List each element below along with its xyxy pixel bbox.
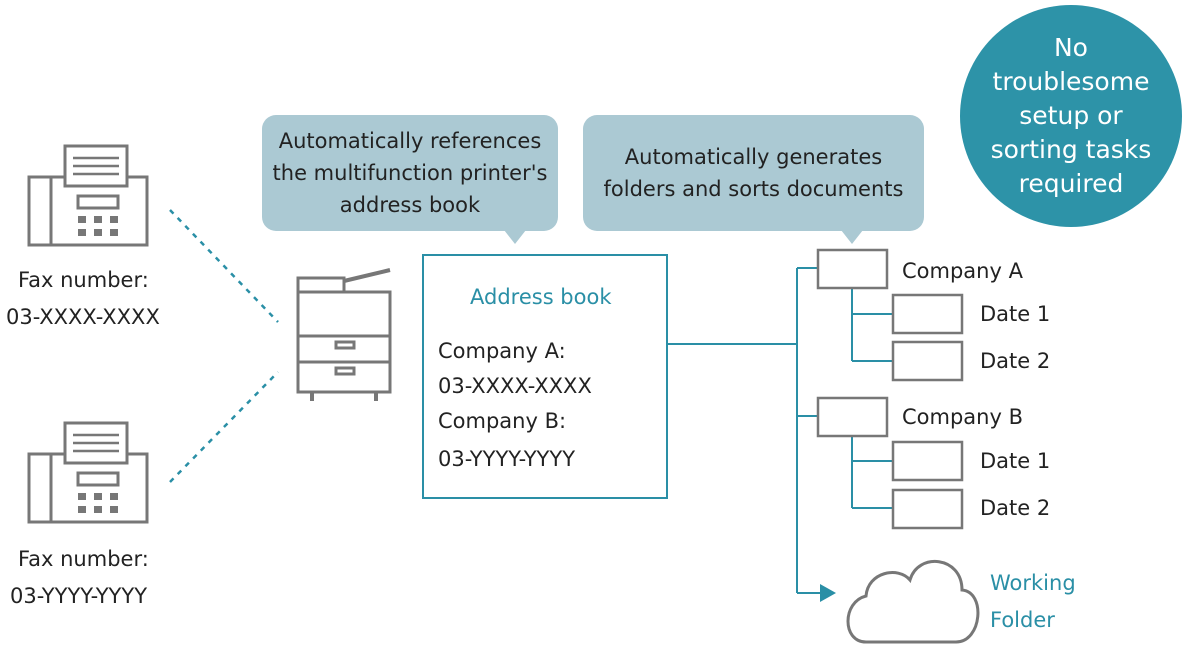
- badge-line: troublesome: [992, 67, 1150, 96]
- address-book-title: Address book: [470, 285, 612, 309]
- folder-company-a-date2-icon: [891, 340, 964, 382]
- folder-company-b-date1-label: Date 1: [980, 449, 1051, 473]
- fax-a-connection-line: [169, 209, 279, 323]
- references-address-book-bubble: Automatically references the multifuncti…: [262, 115, 558, 244]
- working-folder-label-line1: Working: [990, 571, 1076, 595]
- address-entry-b-name: Company B:: [438, 409, 567, 433]
- fax-b-connection-line: [169, 371, 279, 483]
- folder-company-a-icon: [816, 248, 889, 290]
- folder-company-a-label: Company A: [902, 259, 1023, 283]
- working-folder-label-line2: Folder: [990, 608, 1055, 632]
- badge-line: sorting tasks: [990, 135, 1152, 164]
- badge-line: setup or: [1019, 101, 1123, 130]
- folder-company-b-date2-label: Date 2: [980, 496, 1051, 520]
- fax-a-number: 03-XXXX-XXXX: [6, 305, 160, 329]
- no-setup-badge: No troublesome setup or sorting tasks re…: [960, 5, 1182, 227]
- badge-line: No: [1053, 33, 1088, 62]
- folder-company-a-date1-label: Date 1: [980, 302, 1051, 326]
- folder-company-b-date2-icon: [891, 488, 964, 530]
- fax-machine-icon: [27, 144, 149, 247]
- address-book-box: [422, 254, 668, 499]
- folder-tree-connectors: [666, 267, 893, 602]
- fax-b-label: Fax number:: [18, 547, 149, 571]
- address-entry-a-number: 03-XXXX-XXXX: [438, 374, 592, 398]
- address-entry-a-name: Company A:: [438, 339, 566, 363]
- bubble-line: the multifunction printer's: [272, 161, 548, 185]
- generates-folders-bubble: Automatically generates folders and sort…: [583, 115, 924, 244]
- fax-b-number: 03-YYYY-YYYY: [10, 584, 148, 608]
- folder-company-a-date2-label: Date 2: [980, 349, 1051, 373]
- badge-line: required: [1018, 169, 1124, 198]
- bubble-line: folders and sorts documents: [603, 177, 904, 201]
- bubble-line: Automatically references: [278, 129, 542, 153]
- fax-machine-icon: [27, 421, 149, 524]
- cloud-icon: [846, 559, 980, 644]
- multifunction-printer-icon: [296, 268, 392, 401]
- address-entry-b-number: 03-YYYY-YYYY: [438, 447, 576, 471]
- fax-a-label: Fax number:: [18, 268, 149, 292]
- bubble-line: address book: [339, 193, 481, 217]
- folder-company-a-date1-icon: [891, 293, 964, 335]
- folder-company-b-date1-icon: [891, 440, 964, 482]
- folder-company-b-icon: [816, 396, 889, 438]
- folder-company-b-label: Company B: [902, 405, 1023, 429]
- bubble-line: Automatically generates: [624, 145, 883, 169]
